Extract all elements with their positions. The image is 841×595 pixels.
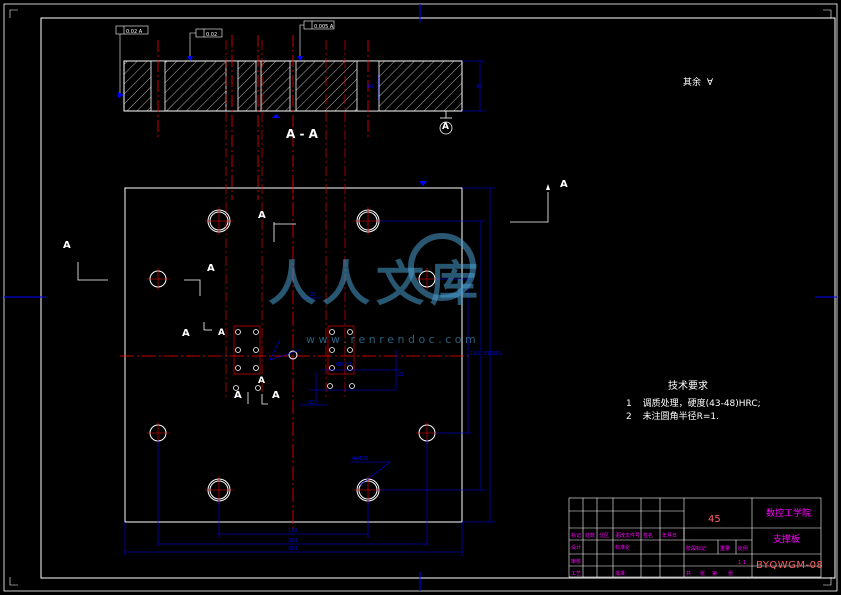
svg-text:张: 张 — [728, 570, 733, 577]
svg-text:4xΦ20: 4xΦ20 — [352, 456, 368, 462]
svg-text:0.02 A: 0.02 A — [126, 29, 143, 35]
svg-text:30: 30 — [476, 84, 482, 90]
svg-text:工艺: 工艺 — [571, 571, 581, 577]
svg-text:阶段标记: 阶段标记 — [686, 545, 706, 552]
svg-text:370: 370 — [492, 351, 502, 357]
drawing-number: BYQWGM-08 — [756, 560, 824, 571]
svg-text:分区: 分区 — [599, 532, 609, 539]
svg-text:22: 22 — [398, 372, 404, 378]
company-name: 数控工学院 — [766, 509, 812, 519]
svg-text:年月日: 年月日 — [662, 532, 677, 539]
tech-requirement-2-text: 未注圆角半径R=1. — [642, 412, 719, 422]
svg-text:20: 20 — [310, 292, 316, 298]
svg-text:更改文件号: 更改文件号 — [615, 532, 640, 539]
title-block-grid-text: 标记处数分区 更改文件号签名 年月日 设计 标准化 审核 工艺 批准 阶段标记 重量 比例… — [571, 532, 748, 577]
datum-label: A — [442, 122, 449, 132]
svg-text:处数: 处数 — [585, 532, 595, 539]
svg-text:设计: 设计 — [571, 544, 581, 551]
cut-label-inner-left: A — [182, 328, 190, 339]
cut-label-mid: A — [207, 263, 215, 274]
svg-text:比例: 比例 — [738, 545, 748, 552]
roughness-note: 其余 ∀ — [683, 75, 713, 88]
svg-text:330: 330 — [288, 538, 298, 544]
svg-text:审核: 审核 — [571, 558, 581, 565]
cut-label-bottom-left: A — [234, 390, 242, 401]
svg-text:20: 20 — [308, 400, 314, 406]
svg-text:批准: 批准 — [615, 570, 625, 577]
material-value: 45 — [708, 514, 721, 525]
tech-requirement-2: 2 未注圆角半径R=1. — [626, 409, 719, 422]
roughness-symbol-icon: ∀ — [706, 78, 714, 88]
svg-text:标记: 标记 — [571, 532, 581, 539]
watermark-text: 人人文库 — [268, 256, 485, 312]
svg-text:签名: 签名 — [643, 532, 653, 539]
title-block — [568, 497, 822, 578]
svg-text:共: 共 — [686, 570, 691, 577]
svg-text:0.02: 0.02 — [206, 32, 217, 38]
tech-requirement-2-num: 2 — [626, 412, 632, 422]
svg-text:重量: 重量 — [720, 545, 730, 552]
watermark-url: w w w . r e n r e n d o c . c o m — [306, 333, 476, 346]
svg-text:标准化: 标准化 — [615, 544, 630, 551]
cut-label-left: A — [63, 240, 71, 251]
svg-text:190: 190 — [288, 528, 298, 534]
svg-text:16: 16 — [367, 84, 373, 90]
roughness-prefix: 其余 — [683, 78, 702, 88]
cut-label-upper: A — [258, 210, 266, 221]
plan-view: 370 330 190 370 330 190 4xΦ20 Φ8 H7 22 2… — [77, 40, 550, 556]
tech-requirement-1: 1 调质处理，硬度(43-48)HRC; — [626, 396, 761, 409]
svg-text:330: 330 — [483, 351, 493, 357]
svg-text:0.005 A: 0.005 A — [314, 24, 334, 30]
section-title: A - A — [286, 127, 318, 141]
cut-label-small-low: A — [258, 376, 265, 386]
cut-label-small-mid: A — [218, 328, 225, 338]
section-marker: A — [560, 179, 568, 190]
drawing-frame — [3, 3, 838, 592]
cut-label-bottom-right: A — [272, 390, 280, 401]
svg-text:Φ8 H7: Φ8 H7 — [336, 362, 352, 368]
svg-text:张: 张 — [700, 570, 705, 577]
tech-requirement-1-text: 调质处理，硬度(43-48)HRC; — [642, 399, 761, 409]
svg-text:第: 第 — [712, 570, 717, 577]
section-view: 30 16 0.02 A 0.02 0.005 A — [115, 20, 485, 200]
part-name: 支撑板 — [773, 535, 801, 545]
tech-requirements-heading: 技术要求 — [668, 381, 708, 392]
svg-text:190: 190 — [470, 351, 480, 357]
tech-requirement-1-num: 1 — [626, 399, 632, 409]
svg-text:370: 370 — [288, 546, 298, 552]
pin-holes — [233, 329, 355, 391]
watermark-logo — [408, 233, 476, 301]
svg-text:1:1: 1:1 — [738, 560, 746, 566]
